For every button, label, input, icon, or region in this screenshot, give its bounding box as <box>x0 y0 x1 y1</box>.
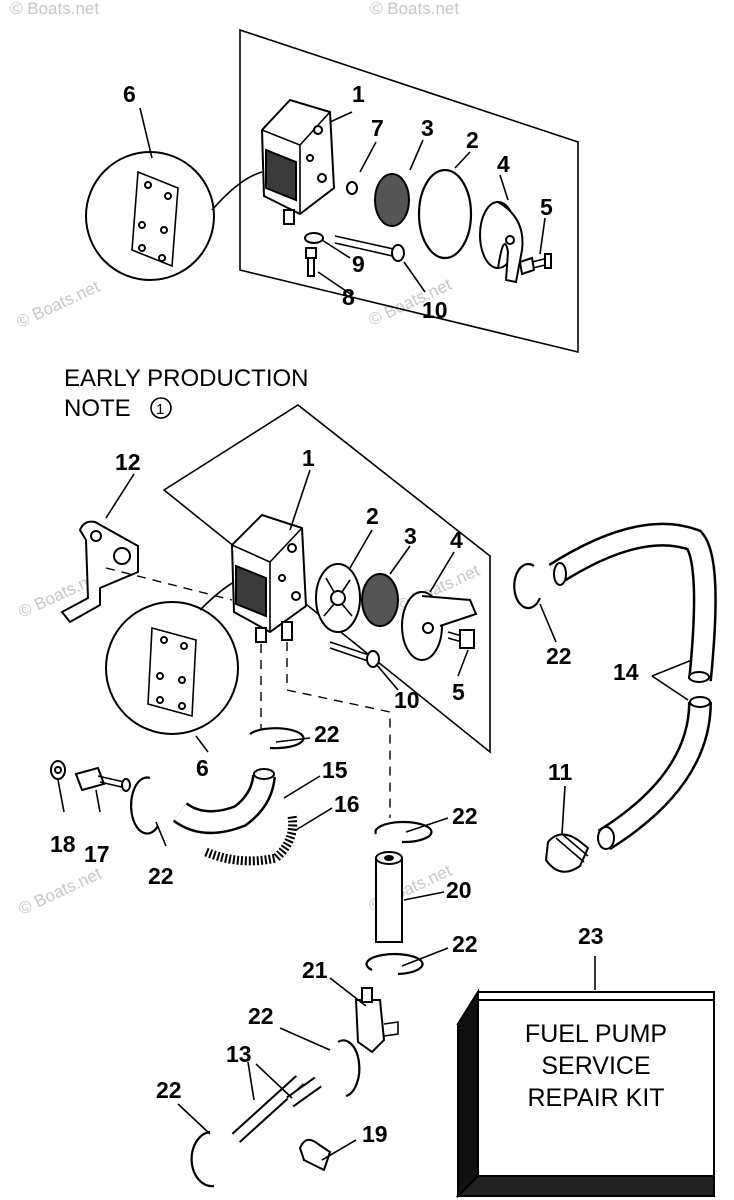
callout-label: 9 <box>352 251 365 277</box>
callout-label: 3 <box>421 115 434 141</box>
screen-icon <box>361 573 399 627</box>
callout-label: 2 <box>466 127 479 153</box>
callout-label: 22 <box>248 1003 274 1029</box>
callout-label: 5 <box>452 679 465 705</box>
clamp-icon <box>374 820 433 844</box>
clamp-icon <box>365 952 424 976</box>
callout-label: 2 <box>366 503 379 529</box>
callout-label: 22 <box>546 643 572 669</box>
callout-label: 20 <box>446 877 472 903</box>
bracket-icon <box>60 520 139 624</box>
fitting-icon <box>305 247 317 277</box>
hose-icon <box>231 1075 322 1143</box>
callout-label: 23 <box>578 923 604 949</box>
kit-title-line1: FUEL PUMP <box>525 1020 667 1048</box>
watermark: © Boats.net <box>10 0 99 18</box>
clamp-icon <box>129 776 159 835</box>
production-note: EARLY PRODUCTION NOTE 1 <box>64 365 309 422</box>
middle-assembly: 1 12 2 3 4 22 14 5 10 22 6 15 11 16 22 1… <box>50 404 717 1188</box>
callout-label: 11 <box>548 759 573 785</box>
callout-label: 4 <box>450 527 463 553</box>
gasket-icon <box>131 170 179 268</box>
o-ring-icon <box>346 181 358 195</box>
repair-kit-box: FUEL PUMP SERVICE REPAIR KIT <box>455 988 715 1199</box>
callout-label: 22 <box>452 803 478 829</box>
note-line: NOTE <box>64 395 131 422</box>
note-heading: EARLY PRODUCTION <box>64 365 309 392</box>
diaphragm-icon <box>479 201 524 284</box>
callout-label: 22 <box>452 931 478 957</box>
hose-icon <box>548 522 717 851</box>
gasket-detail-circle <box>105 601 239 735</box>
screen-icon <box>374 173 410 227</box>
hose-icon <box>375 851 403 943</box>
hose-icon <box>172 768 276 835</box>
top-assembly: 1 6 7 3 2 4 5 9 8 10 <box>85 28 579 354</box>
watermark: © Boats.net <box>370 0 459 18</box>
callout-label: 5 <box>540 194 553 220</box>
diaphragm-icon <box>315 563 361 633</box>
fitting-icon <box>74 766 131 792</box>
fitting-icon <box>354 987 399 1054</box>
callout-label: 10 <box>422 297 448 323</box>
kit-title-line3: REPAIR KIT <box>527 1084 664 1112</box>
callout-label: 19 <box>362 1121 388 1147</box>
clamp-icon <box>544 833 590 873</box>
watermark: © Boats.net <box>16 864 105 919</box>
large-o-ring-icon <box>417 168 473 260</box>
top-panel-frame <box>239 28 579 354</box>
watermark: © Boats.net <box>14 277 103 332</box>
callout-label: 6 <box>196 755 209 781</box>
note-symbol: 1 <box>156 401 164 418</box>
callout-label: 17 <box>84 841 110 867</box>
clamp-icon <box>249 727 305 750</box>
bolt-icon <box>329 641 380 668</box>
callout-label: 16 <box>334 791 360 817</box>
callout-label: 22 <box>156 1077 182 1103</box>
callout-label: 13 <box>226 1041 252 1067</box>
diaphragm-icon <box>401 591 478 661</box>
callout-label: 12 <box>115 449 141 475</box>
middle-panel-frame <box>162 404 491 754</box>
clamp-icon <box>513 563 542 610</box>
callout-label: 14 <box>613 659 639 685</box>
bolt-icon <box>334 235 405 262</box>
gasket-detail-circle <box>85 151 215 281</box>
callout-label: 1 <box>352 81 365 107</box>
note-symbol-circle <box>150 397 172 419</box>
screw-icon <box>518 253 552 276</box>
clamp-icon <box>337 1039 361 1098</box>
callout-label: 10 <box>394 687 420 713</box>
callout-label: 15 <box>322 757 348 783</box>
washer-hole <box>54 766 62 774</box>
callout-label: 22 <box>148 863 174 889</box>
washer-icon <box>304 232 324 244</box>
screw-icon <box>447 629 475 649</box>
callout-label: 1 <box>302 445 315 471</box>
callout-label: 4 <box>497 151 510 177</box>
kit-title-line2: SERVICE <box>541 1052 650 1080</box>
gasket-icon <box>147 626 197 718</box>
callout-label: 8 <box>342 284 355 310</box>
callout-label: 7 <box>371 115 384 141</box>
fuel-pump-icon <box>260 98 336 225</box>
callout-label: 6 <box>123 81 136 107</box>
fuel-pump-icon <box>230 513 308 643</box>
callout-label: 3 <box>404 523 417 549</box>
clamp-icon <box>298 1138 332 1172</box>
clamp-icon <box>190 1130 215 1188</box>
callout-label: 21 <box>302 957 328 983</box>
callout-label: 22 <box>314 721 340 747</box>
callout-label: 18 <box>50 831 76 857</box>
